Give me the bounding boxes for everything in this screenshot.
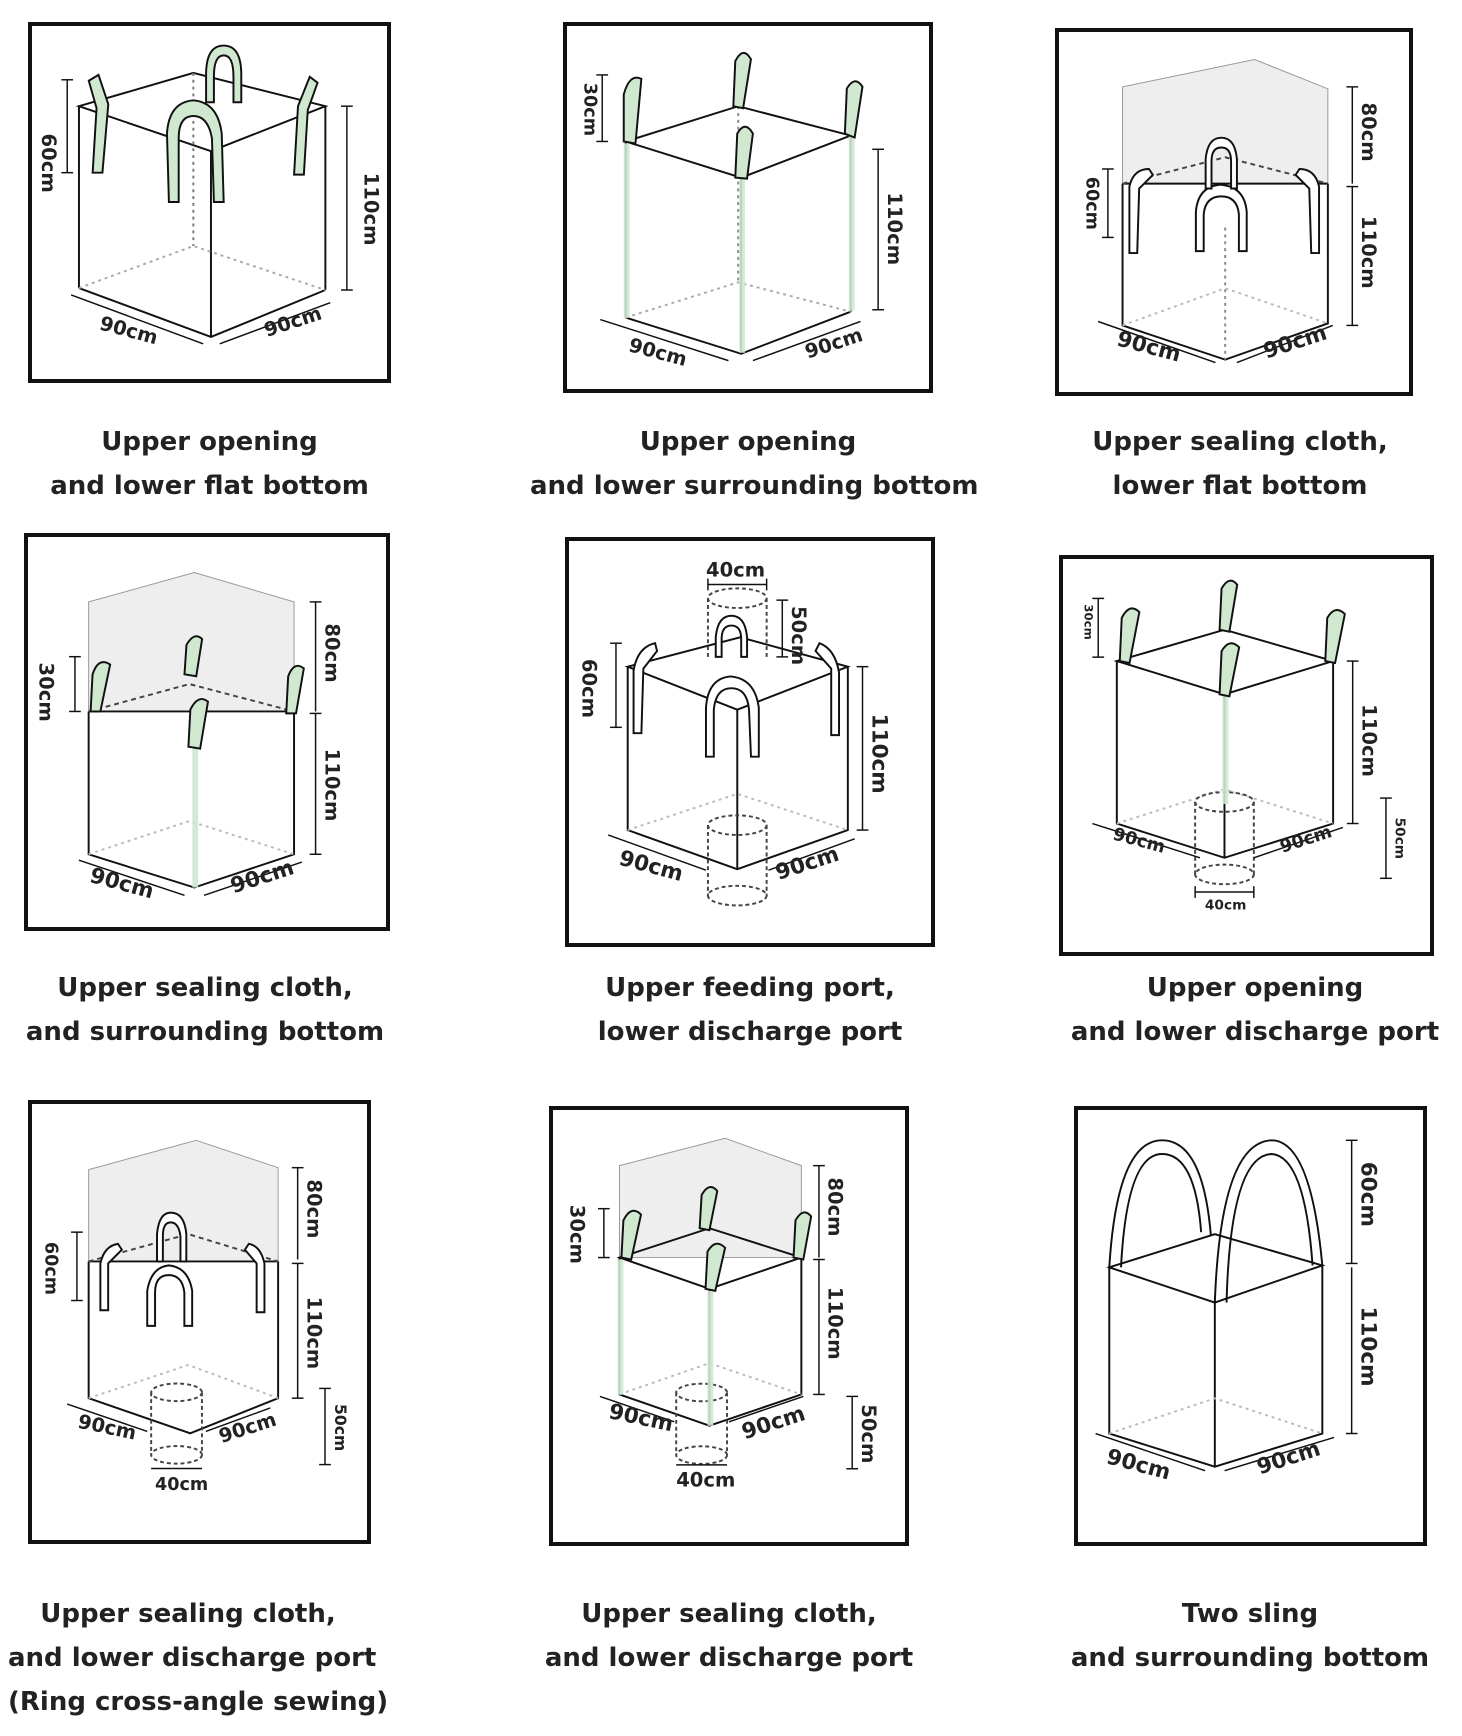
port-height-label: 50cm xyxy=(1392,818,1408,859)
width-label-left: 90cm xyxy=(616,846,685,887)
caption-line: and lower discharge port xyxy=(1070,1017,1440,1047)
bag-drawing: 60cm 80cm 110cm 50cm 40cm 90cm 90cm xyxy=(41,1139,349,1495)
width-label-right: 90cm xyxy=(1260,320,1330,364)
diagram-sealing-cloth-surrounding-bottom: 30cm 80cm 110cm 90cm 90cm xyxy=(24,533,390,931)
port-height-label: 50cm xyxy=(331,1404,349,1451)
bag-drawing: 30cm 80cm 110cm 50cm 40cm 90cm 90cm xyxy=(566,1137,880,1491)
width-label-left: 90cm xyxy=(626,333,689,371)
diagram-opening-discharge-port: 30cm 110cm 50cm 40cm 90cm 90cm xyxy=(1059,555,1434,956)
sling-height-label: 30cm xyxy=(566,1205,589,1264)
caption-line: Two sling xyxy=(1181,1599,1319,1629)
port-width-label: 40cm xyxy=(1205,898,1246,914)
top-height-label: 80cm xyxy=(320,623,343,682)
caption-line: lower flat bottom xyxy=(1112,471,1368,501)
width-label-left: 90cm xyxy=(87,863,156,904)
width-label-left: 90cm xyxy=(76,1410,139,1445)
caption-line: Upper opening xyxy=(639,427,857,457)
top-height-label: 80cm xyxy=(302,1179,325,1238)
diagram-upper-opening-surrounding-bottom: 30cm 110cm 90cm 90cm xyxy=(563,22,933,393)
bag-height-label: 110cm xyxy=(883,192,906,265)
width-label-right: 90cm xyxy=(1278,822,1335,857)
caption-diagram-1: Upper opening and lower flat bottom xyxy=(28,420,391,508)
bag-drawing: 30cm 110cm 90cm 90cm xyxy=(580,51,906,371)
bag-drawing: 60cm 110cm 90cm 90cm xyxy=(1095,1139,1380,1485)
caption-line: and lower surrounding bottom xyxy=(530,471,979,501)
bag-height-label: 110cm xyxy=(320,749,343,822)
bag-drawing: 40cm 50cm 60cm 110cm 90cm 90cm xyxy=(578,559,891,907)
diagram-sealing-cloth-discharge-port-ring: 60cm 80cm 110cm 50cm 40cm 90cm 90cm xyxy=(28,1100,371,1544)
width-label-left: 90cm xyxy=(1114,327,1183,368)
bag-height-label: 110cm xyxy=(824,1287,847,1360)
caption-line: Upper sealing cloth, xyxy=(40,1599,336,1629)
caption-line: Upper opening xyxy=(101,427,318,457)
width-label-right: 90cm xyxy=(261,302,324,342)
diagram-sealing-cloth-flat-bottom: 60cm 80cm 110cm 90cm 90cm xyxy=(1055,28,1413,396)
width-label-left: 90cm xyxy=(607,1399,676,1437)
bag-height-label: 110cm xyxy=(302,1297,325,1370)
width-label-left: 90cm xyxy=(97,312,160,350)
bag-height-label: 110cm xyxy=(866,714,891,794)
caption-diagram-9: Two sling and surrounding bottom xyxy=(1060,1592,1440,1680)
bag-height-label: 110cm xyxy=(1355,1306,1380,1386)
sling-height-label: 30cm xyxy=(35,663,58,722)
caption-line: and lower discharge port xyxy=(8,1643,377,1673)
sling-height-label: 30cm xyxy=(580,83,600,136)
width-label-right: 90cm xyxy=(228,855,298,899)
caption-diagram-3: Upper sealing cloth, lower flat bottom xyxy=(1040,420,1440,508)
bag-drawing: 60cm 110cm 90cm 90cm xyxy=(37,44,382,350)
bag-height-label: 110cm xyxy=(359,173,382,246)
width-label-right: 90cm xyxy=(802,323,865,363)
port-width-label: 40cm xyxy=(706,559,765,582)
sling-height-label: 60cm xyxy=(1355,1162,1380,1227)
caption-diagram-4: Upper sealing cloth, and surrounding bot… xyxy=(10,966,400,1054)
bag-drawing: 30cm 80cm 110cm 90cm 90cm xyxy=(35,572,343,904)
caption-line: Upper opening xyxy=(1146,973,1364,1003)
caption-line: Upper sealing cloth, xyxy=(57,973,353,1003)
sling-height-label: 60cm xyxy=(1081,177,1101,230)
top-height-label: 80cm xyxy=(824,1177,847,1236)
sling-height-label: 30cm xyxy=(1082,604,1096,640)
caption-line: Upper sealing cloth, xyxy=(1092,427,1388,457)
sling-height-label: 60cm xyxy=(41,1242,61,1295)
caption-diagram-7: Upper sealing cloth, and lower discharge… xyxy=(8,1592,389,1724)
width-label-right: 90cm xyxy=(216,1408,279,1448)
caption-line: and surrounding bottom xyxy=(1070,1643,1430,1673)
port-width-label: 40cm xyxy=(155,1475,208,1495)
caption-diagram-6: Upper opening and lower discharge port xyxy=(1060,966,1450,1054)
bag-height-label: 110cm xyxy=(1357,704,1380,777)
caption-line: (Ring cross-angle sewing) xyxy=(8,1687,389,1717)
bag-drawing: 30cm 110cm 50cm 40cm 90cm 90cm xyxy=(1082,579,1408,914)
sling-height-label: 60cm xyxy=(578,659,601,718)
caption-line: Upper feeding port, xyxy=(605,973,895,1003)
caption-line: and lower flat bottom xyxy=(50,471,369,501)
caption-diagram-2: Upper opening and lower surrounding bott… xyxy=(530,420,979,508)
diagram-two-sling-surrounding-bottom: 60cm 110cm 90cm 90cm xyxy=(1074,1106,1427,1546)
bag-drawing: 60cm 80cm 110cm 90cm 90cm xyxy=(1081,58,1380,368)
bag-height-label: 110cm xyxy=(1357,216,1380,289)
caption-line: and surrounding bottom xyxy=(25,1017,385,1047)
caption-diagram-5: Upper feeding port, lower discharge port xyxy=(548,966,952,1054)
sling-height-label: 60cm xyxy=(37,134,60,193)
width-label-right: 90cm xyxy=(773,842,843,886)
port-height-label: 50cm xyxy=(857,1404,880,1463)
diagram-sealing-cloth-discharge-port: 30cm 80cm 110cm 50cm 40cm 90cm 90cm xyxy=(549,1106,909,1546)
caption-line: lower discharge port xyxy=(597,1017,903,1047)
diagram-feeding-port-discharge-port: 40cm 50cm 60cm 110cm 90cm 90cm xyxy=(565,537,935,947)
caption-diagram-8: Upper sealing cloth, and lower discharge… xyxy=(530,1592,928,1680)
caption-line: Upper sealing cloth, xyxy=(581,1599,877,1629)
caption-line: and lower discharge port xyxy=(544,1643,914,1673)
diagram-upper-opening-flat-bottom: 60cm 110cm 90cm 90cm xyxy=(28,22,391,383)
width-label-right: 90cm xyxy=(739,1401,809,1445)
top-height-label: 80cm xyxy=(1357,103,1380,162)
port-width-label: 40cm xyxy=(676,1468,735,1491)
port-height-label: 50cm xyxy=(787,606,810,665)
